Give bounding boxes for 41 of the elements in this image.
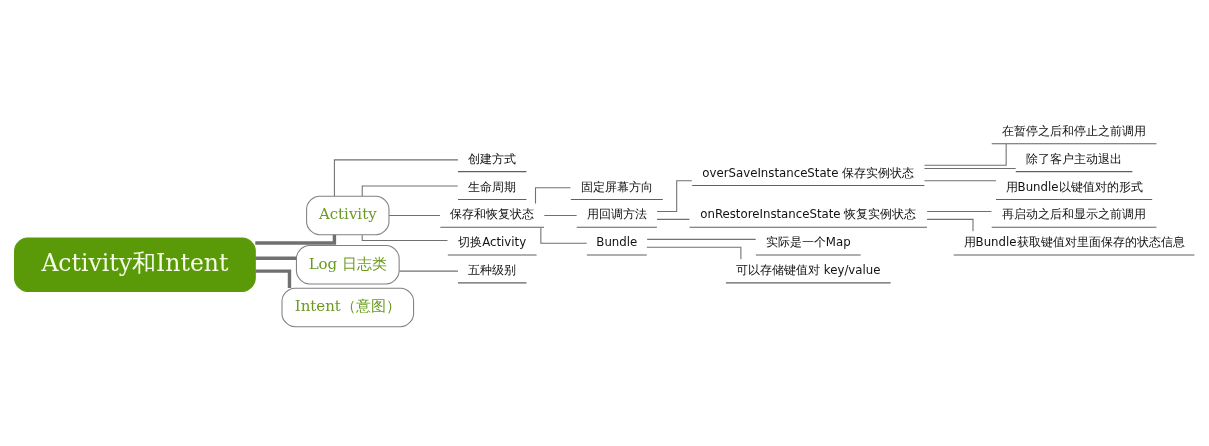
node-text: Bundle xyxy=(596,234,638,249)
connector xyxy=(924,142,1007,166)
node-text: 生命周期 xyxy=(468,179,517,194)
node-text: 固定屏幕方向 xyxy=(580,179,653,194)
connector xyxy=(926,210,992,212)
connector xyxy=(540,226,588,244)
node-text: 可以存储键值对 key/value xyxy=(736,262,881,277)
node-box: Activity xyxy=(306,195,390,235)
node-text: 用Bundle以键值对的形式 xyxy=(1005,179,1143,194)
node-box: Log 日志类 xyxy=(295,244,400,284)
connector xyxy=(646,238,757,240)
connector xyxy=(646,246,742,260)
connector xyxy=(923,179,997,181)
connector xyxy=(656,179,693,212)
node-text: 用回调方法 xyxy=(586,206,647,221)
node-text: 再启动之后和显示之前调用 xyxy=(1002,206,1147,221)
connector xyxy=(534,186,571,204)
node-text: 实际是一个Map xyxy=(765,234,851,249)
node-text: 五种级别 xyxy=(468,262,517,277)
connector xyxy=(361,185,459,197)
node-box: Activity和Intent xyxy=(14,236,256,292)
node-text: overSaveInstanceState 保存实例状态 xyxy=(702,165,915,180)
node-text: 创建方式 xyxy=(468,151,517,166)
connector xyxy=(255,268,292,288)
node-text: 在暂停之后和停止之前调用 xyxy=(1002,123,1147,138)
connector xyxy=(398,270,459,272)
connector xyxy=(923,167,1017,169)
connector xyxy=(656,218,690,220)
connector xyxy=(543,214,578,216)
node-box: Intent（意图） xyxy=(281,287,415,327)
connector xyxy=(333,158,459,197)
node-text: 保存和恢复状态 xyxy=(450,206,535,221)
connector xyxy=(255,234,337,245)
node-text: 除了客户主动退出 xyxy=(1026,151,1123,166)
connector xyxy=(361,234,448,241)
connector xyxy=(255,256,297,260)
node-text: onRestoreInstanceState 恢复实例状态 xyxy=(700,206,917,221)
node-text: 切换Activity xyxy=(458,234,527,249)
connector xyxy=(926,218,974,232)
node-text: 用Bundle获取键值对里面保存的状态信息 xyxy=(963,234,1185,249)
connector xyxy=(388,214,441,216)
